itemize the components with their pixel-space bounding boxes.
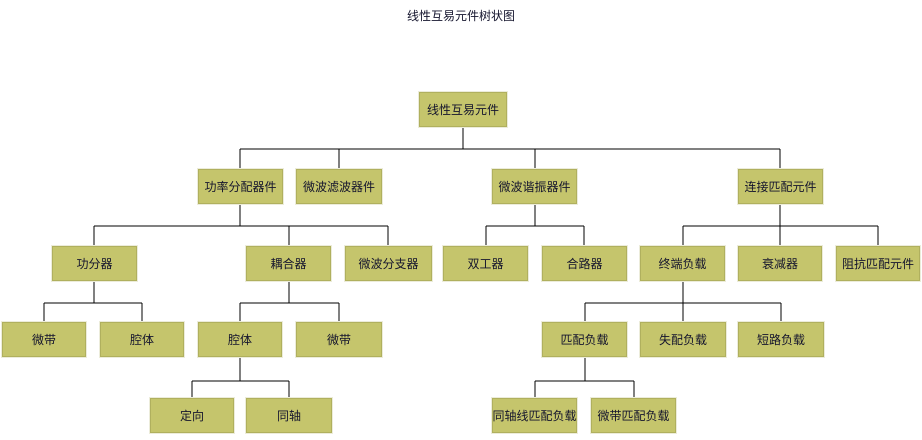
node-cavity-under-power-divider[interactable]: 腔体: [100, 322, 184, 357]
node-microwave-filter-devices[interactable]: 微波滤波器件: [296, 169, 382, 204]
node-microstrip-under-power-divider[interactable]: 微带: [2, 322, 86, 357]
node-combiner[interactable]: 合路器: [542, 246, 627, 281]
node-connection-matching-components[interactable]: 连接匹配元件: [738, 169, 823, 204]
node-coaxial[interactable]: 同轴: [246, 398, 332, 433]
node-duplexer[interactable]: 双工器: [443, 246, 528, 281]
node-cavity-under-coupler[interactable]: 腔体: [198, 322, 282, 357]
node-microwave-resonator-devices[interactable]: 微波谐振器件: [492, 169, 577, 204]
diagram-title: 线性互易元件树状图: [406, 9, 515, 23]
node-directional[interactable]: 定向: [150, 398, 234, 433]
node-microstrip-matched-load[interactable]: 微带匹配负载: [591, 398, 676, 433]
node-coupler[interactable]: 耦合器: [246, 246, 331, 281]
node-impedance-matching-component[interactable]: 阻抗匹配元件: [836, 246, 920, 281]
node-short-circuit-load[interactable]: 短路负载: [738, 322, 824, 357]
node-microstrip-under-coupler[interactable]: 微带: [296, 322, 382, 357]
node-linear-reciprocal-component[interactable]: 线性互易元件: [419, 92, 507, 127]
node-matched-load[interactable]: 匹配负载: [542, 322, 627, 357]
node-microwave-branch-device[interactable]: 微波分支器: [345, 246, 432, 281]
node-coaxial-line-matched-load[interactable]: 同轴线匹配负载: [492, 398, 577, 433]
node-terminal-load[interactable]: 终端负载: [640, 246, 725, 281]
node-attenuator[interactable]: 衰减器: [738, 246, 822, 281]
node-power-divider[interactable]: 功分器: [52, 246, 137, 281]
node-power-distribution-devices[interactable]: 功率分配器件: [198, 169, 283, 204]
node-mismatched-load[interactable]: 失配负载: [640, 322, 726, 357]
